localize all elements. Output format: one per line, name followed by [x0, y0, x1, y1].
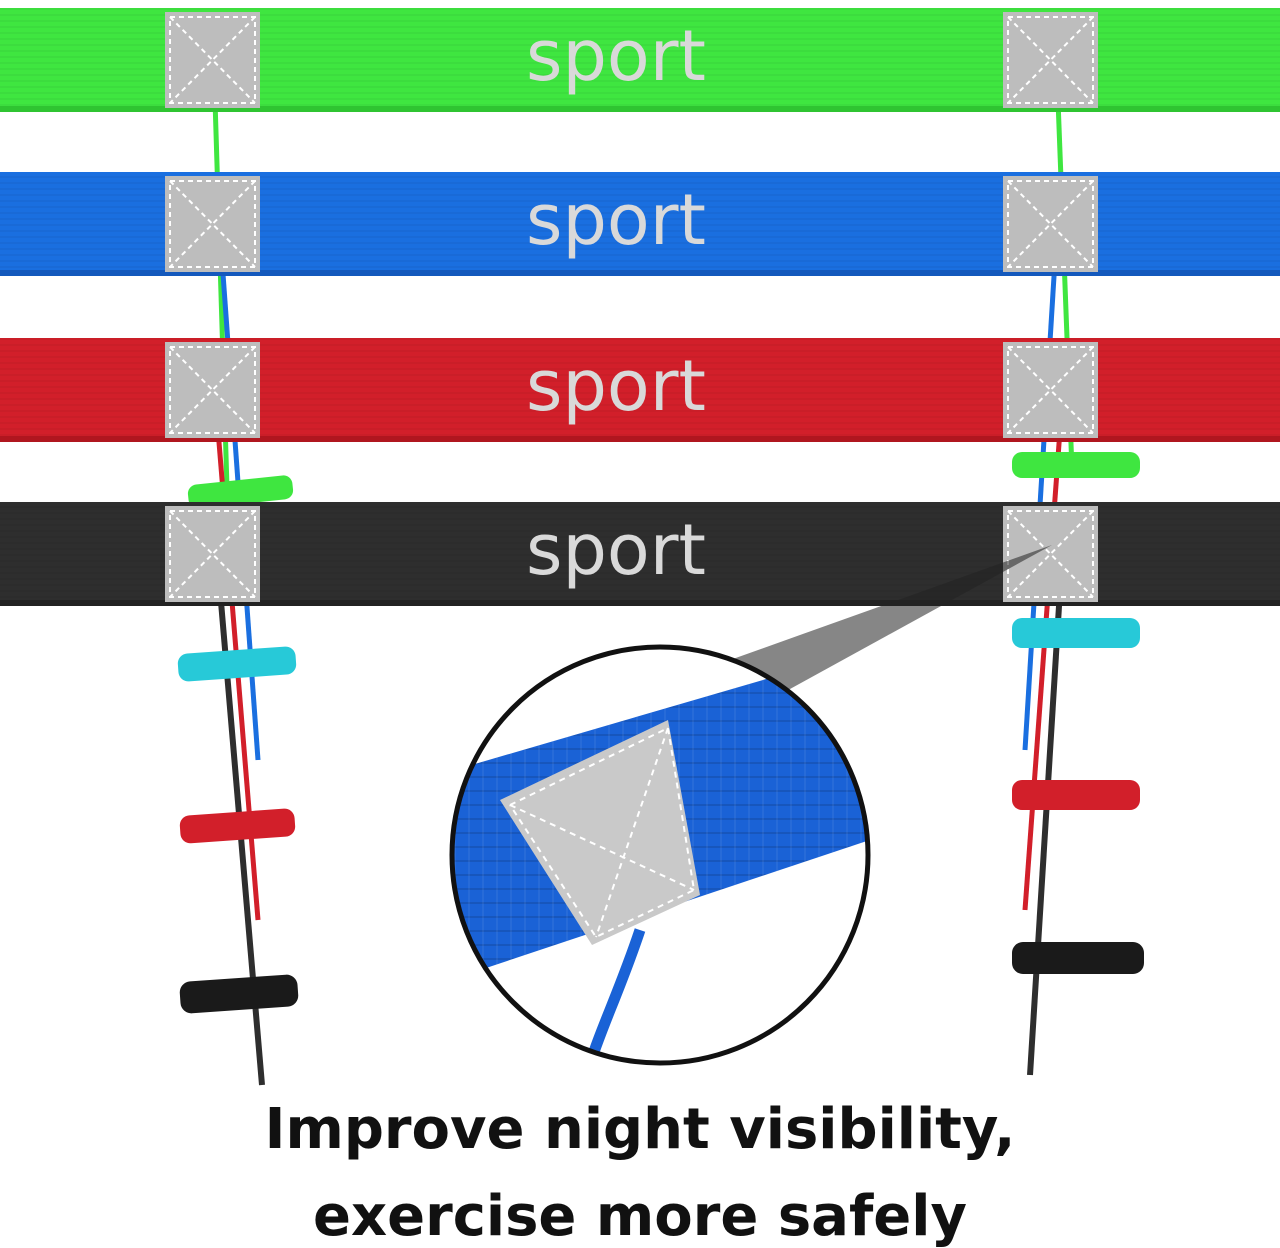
reflective-patch-right [1003, 12, 1098, 108]
toggle-green-right [1012, 452, 1140, 478]
belt-3: sport [0, 338, 1280, 442]
belt-label: sport [526, 179, 706, 261]
reflective-patch-left [165, 506, 260, 602]
reflective-patch-right [1003, 506, 1098, 602]
cord-toggles [177, 452, 1144, 1014]
reflective-patch-right [1003, 342, 1098, 438]
toggle-red-right [1012, 780, 1140, 810]
reflective-patch-left [165, 342, 260, 438]
toggle-cyan-right [1012, 618, 1140, 648]
reflective-patch-left [165, 176, 260, 272]
belt-label: sport [526, 345, 706, 427]
caption-line-2: exercise more safely [313, 1184, 967, 1248]
zoom-inset [449, 644, 871, 1066]
race-number-belts: sport sport sport sport [0, 8, 1280, 606]
belt-2: sport [0, 172, 1280, 276]
belt-label: sport [526, 15, 706, 97]
belt-4: sport [0, 502, 1280, 606]
toggle-cyan-left [177, 646, 297, 682]
belt-label: sport [526, 509, 706, 591]
toggle-black-left [179, 974, 299, 1014]
belt-1: sport [0, 8, 1280, 112]
caption-line-1: Improve night visibility, [265, 1097, 1016, 1162]
toggle-red-left [179, 808, 296, 844]
reflective-patch-right [1003, 176, 1098, 272]
toggle-black-right [1012, 942, 1144, 974]
zoom-reflective-patch [500, 720, 700, 945]
reflective-patch-left [165, 12, 260, 108]
toggle-green-left [187, 475, 294, 509]
